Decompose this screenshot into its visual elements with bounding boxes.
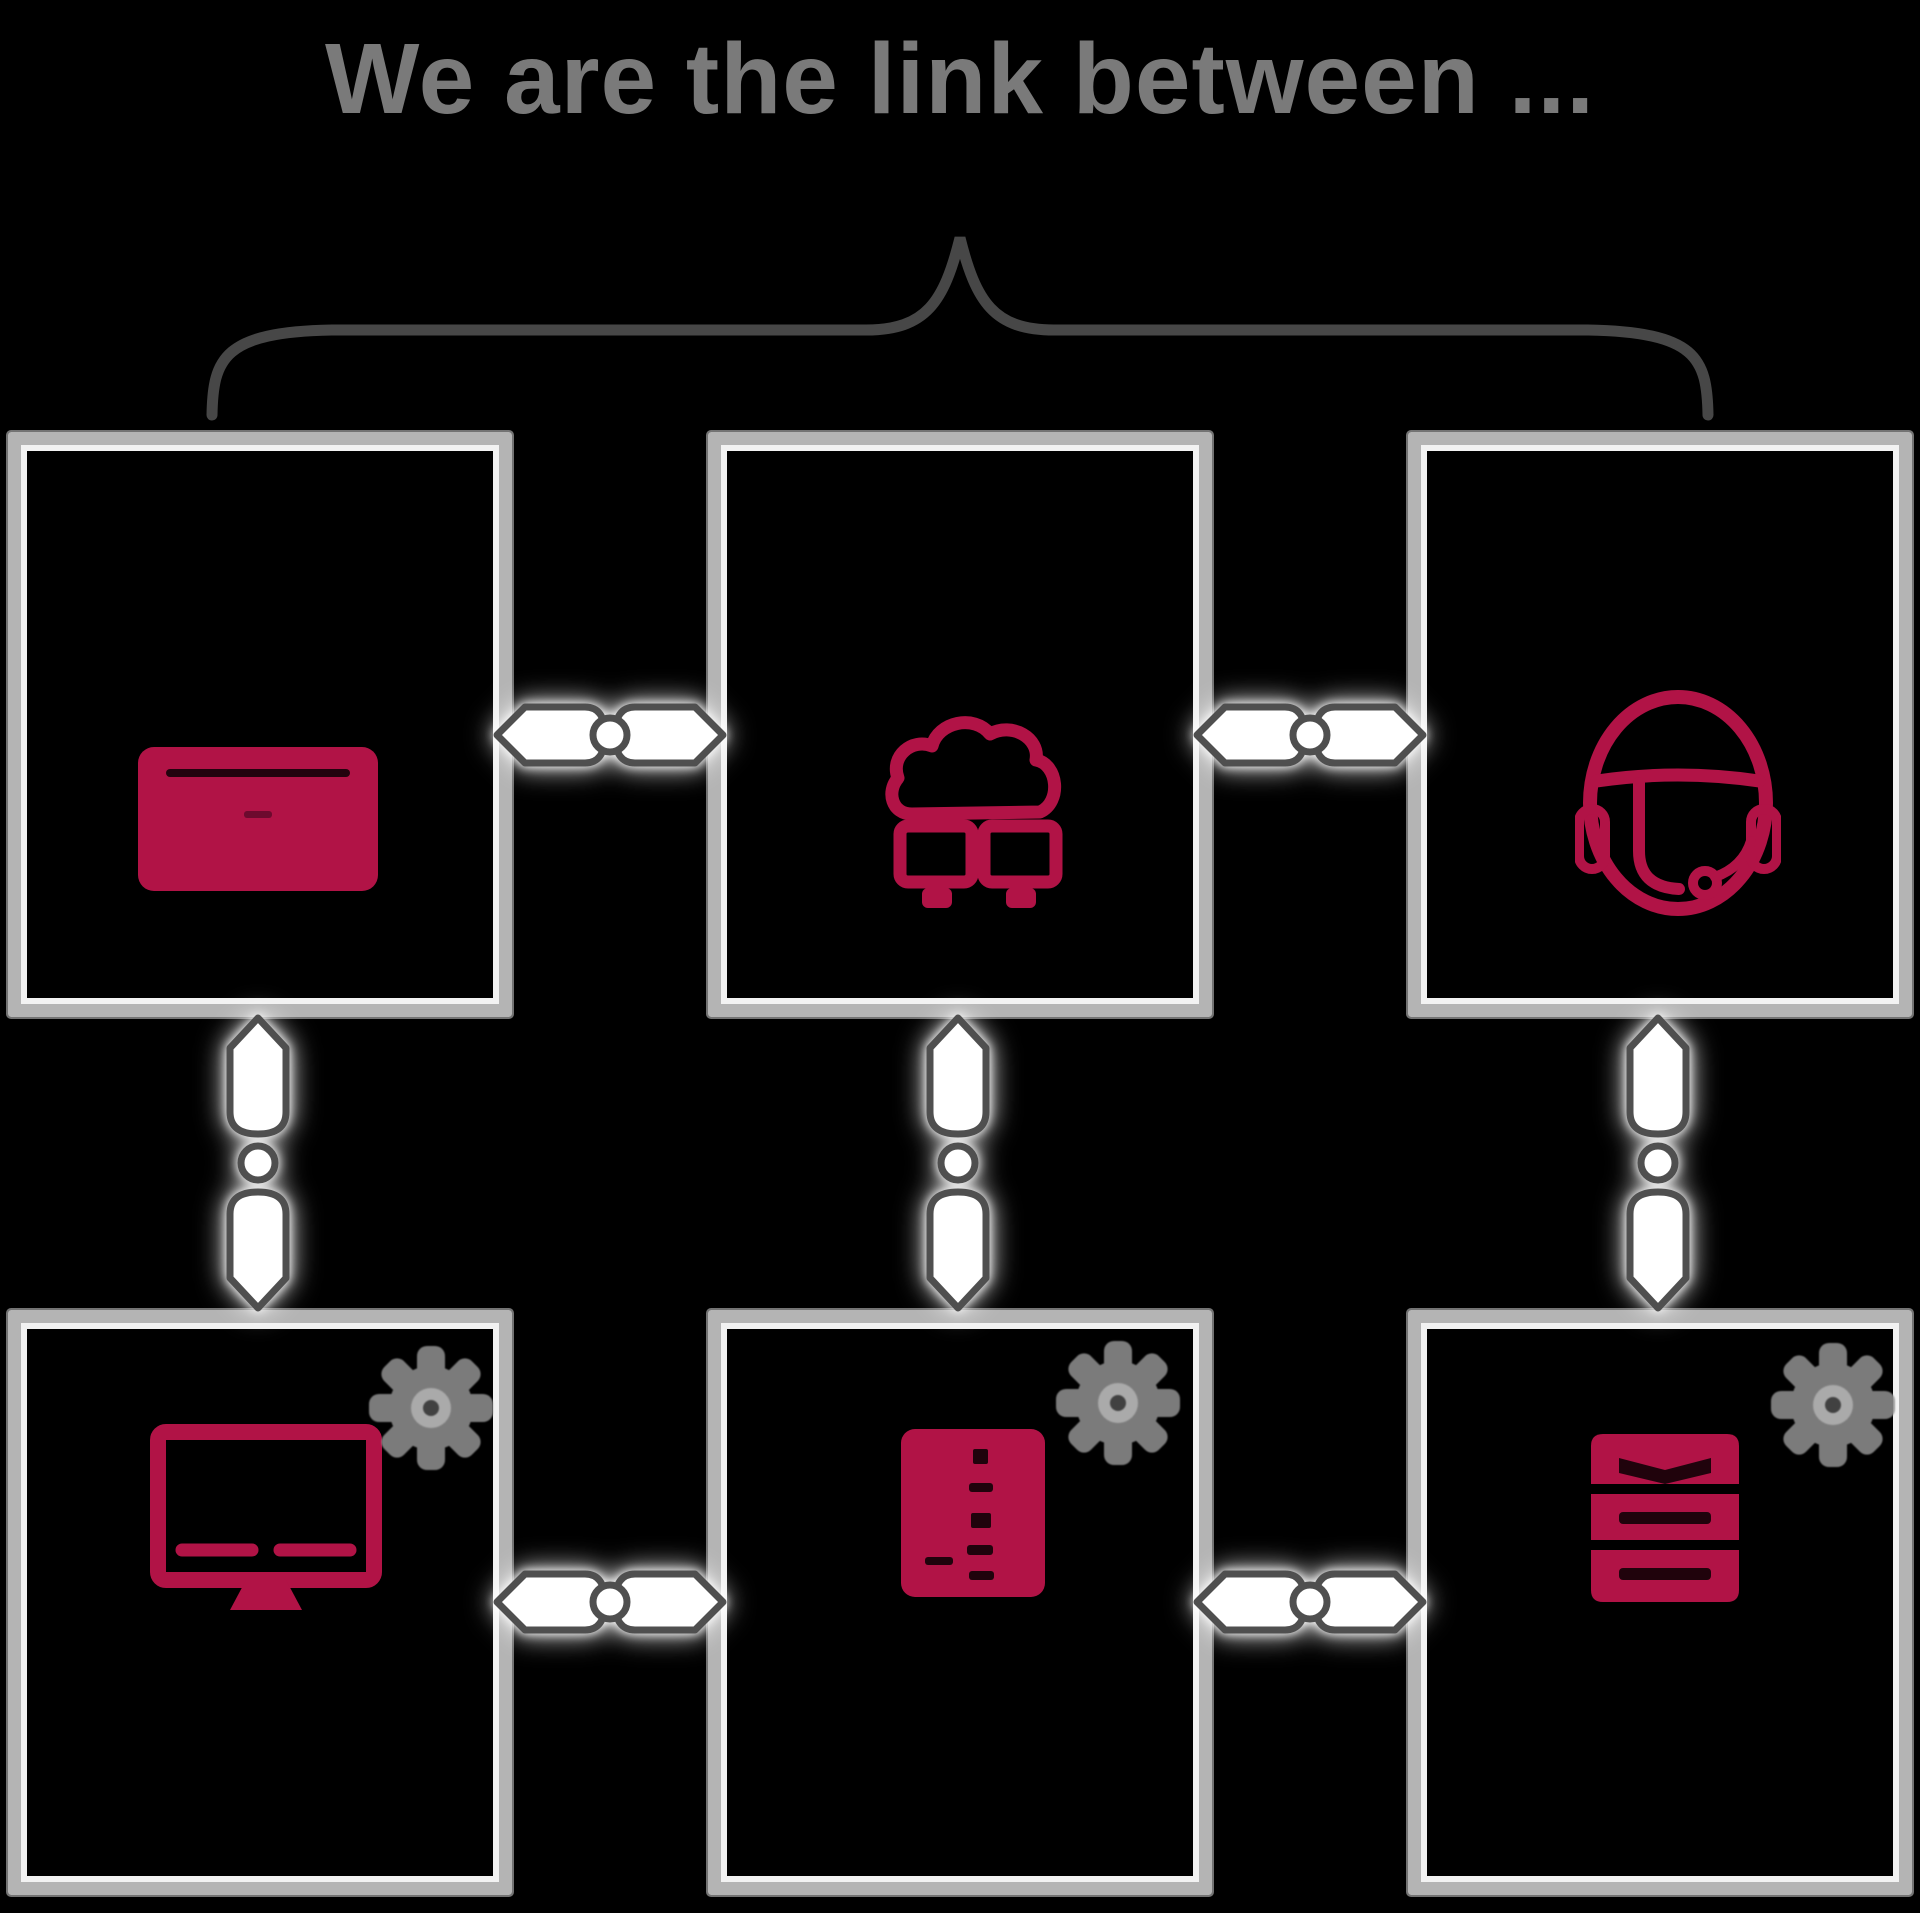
chain-link-vertical <box>226 1014 290 1312</box>
chain-link-horizontal <box>493 1570 727 1634</box>
page-title: We are the link between ... <box>325 23 1595 135</box>
gear-icon <box>1056 1341 1180 1465</box>
chain-link-horizontal <box>1193 703 1427 767</box>
laptop-icon <box>138 747 378 891</box>
chain-link-vertical <box>926 1014 990 1312</box>
gear-icon <box>1771 1343 1895 1467</box>
document-icon <box>901 1429 1045 1597</box>
box-top-left <box>8 432 512 1017</box>
curly-brace <box>206 236 1714 421</box>
box-top-right <box>1408 432 1912 1017</box>
gear-icon <box>369 1346 493 1470</box>
box-top-center <box>708 432 1212 1017</box>
cloud-network-icon <box>885 716 1063 908</box>
box-bottom-left <box>8 1310 512 1895</box>
box-bottom-right <box>1408 1310 1912 1895</box>
support-headset-icon <box>1575 690 1781 916</box>
box-bottom-center <box>708 1310 1212 1895</box>
chain-link-horizontal <box>1193 1570 1427 1634</box>
monitor-icon <box>150 1424 382 1610</box>
database-icon <box>1591 1434 1739 1602</box>
chain-link-vertical <box>1626 1014 1690 1312</box>
chain-link-horizontal <box>493 703 727 767</box>
